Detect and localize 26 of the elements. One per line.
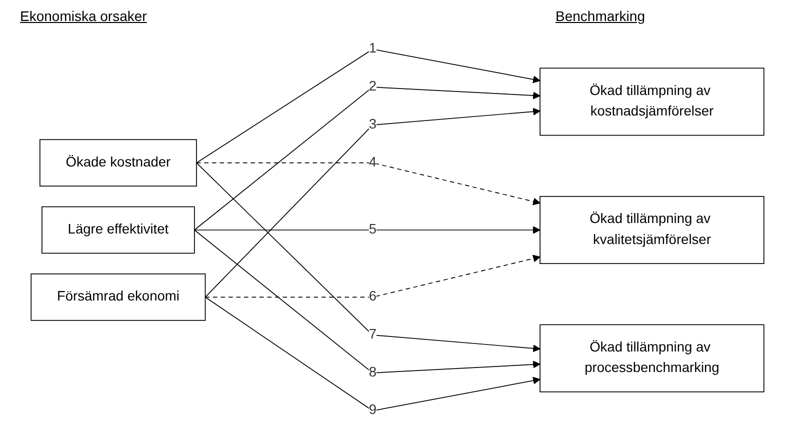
edge-label: 7 — [368, 327, 376, 342]
column-heading: Benchmarking — [556, 8, 645, 26]
edge-label: 1 — [368, 41, 376, 56]
arrow — [204, 254, 540, 298]
arrow — [194, 230, 540, 374]
node-box: Ökad tillämpning av processbenchmarking — [540, 324, 764, 392]
node-box: Ökad tillämpning av kvalitetsjämförelser — [540, 196, 764, 264]
node-box: Försämrad ekonomi — [30, 273, 206, 321]
arrow — [204, 108, 540, 298]
arrow — [194, 86, 540, 230]
arrow — [196, 48, 540, 164]
arrow — [204, 296, 540, 412]
node-box: Lägre effektivitet — [42, 206, 195, 254]
node-box: Ökad tillämpning av kostnadsjämförelser — [540, 68, 764, 136]
edge-label: 8 — [368, 365, 376, 380]
column-heading: Ekonomiska orsaker — [20, 8, 147, 26]
edge-label: 5 — [368, 222, 376, 237]
arrow — [196, 162, 540, 206]
arrow — [194, 226, 540, 234]
arrow — [196, 162, 540, 352]
edge-label: 4 — [368, 155, 376, 170]
edge-label: 6 — [368, 289, 376, 304]
edge-label: 2 — [368, 79, 376, 94]
edge-label: 3 — [368, 117, 376, 132]
node-box: Ökade kostnader — [39, 139, 197, 187]
edge-label: 9 — [368, 403, 376, 418]
